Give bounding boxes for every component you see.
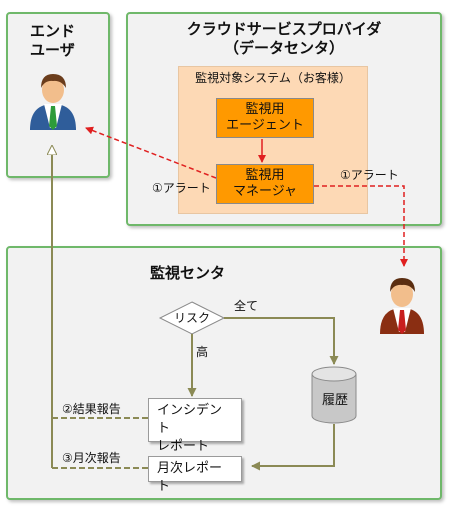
branch-high-label: 高 <box>196 345 209 359</box>
alert-right-label: ①アラート <box>340 168 399 182</box>
monitoring-center-title: 監視センタ <box>150 264 226 282</box>
monitoring-manager: 監視用 マネージャ <box>216 164 314 204</box>
provider-title: クラウドサービスプロバイダ （データセンタ） <box>186 20 382 57</box>
database-icon <box>311 366 357 424</box>
operator-person-icon <box>380 278 424 334</box>
monthly-report-label: ③月次報告 <box>62 451 121 465</box>
alert-left-label: ①アラート <box>152 181 211 195</box>
end-user-title: エンド ユーザ <box>30 22 76 59</box>
history-to-monthly-arrow <box>251 424 335 471</box>
end-user-person-icon <box>30 74 76 130</box>
incident-report-box: インシデント レポート <box>148 398 242 454</box>
monthly-report-box: 月次レポート <box>148 456 242 494</box>
history-label: 履歴 <box>322 393 349 408</box>
branch-all-label: 全て <box>234 299 259 313</box>
alert-to-end-user-arrow <box>85 126 217 179</box>
risk-label: リスク <box>173 311 210 325</box>
alert-to-operator-arrow <box>314 185 408 267</box>
all-branch-arrow <box>224 317 339 365</box>
monitored-system-label: 監視対象システム（お客様） <box>195 71 351 85</box>
result-report-label: ②結果報告 <box>62 402 121 416</box>
monitoring-agent: 監視用 エージェント <box>216 98 314 138</box>
